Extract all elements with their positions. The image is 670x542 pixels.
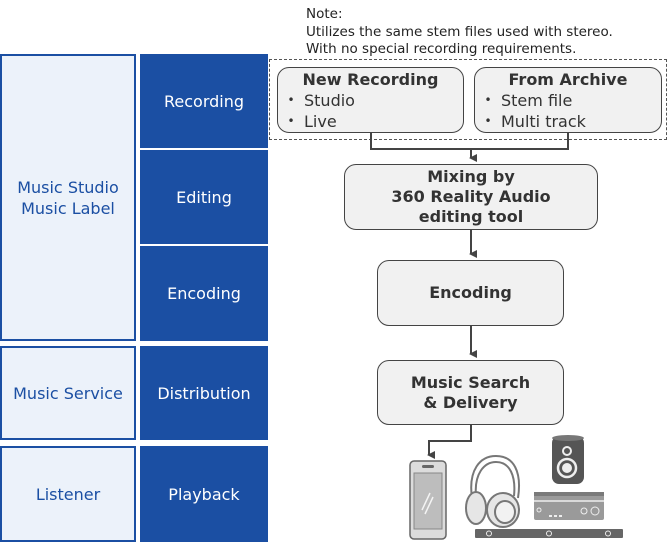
stage-playback: Playback (140, 446, 268, 542)
source-new-recording: New Recording •Studio •Live (277, 67, 464, 133)
stage-label: Encoding (167, 284, 241, 303)
org-label: Music Service (13, 383, 123, 403)
bullet: • (287, 114, 295, 128)
org-listener: Listener (0, 446, 136, 542)
process-label: Music Search & Delivery (410, 372, 531, 412)
connector-sources-bracket (370, 133, 569, 150)
process-encoding: Encoding (377, 260, 564, 326)
bullet: • (484, 93, 492, 107)
source-item: •Stem file (475, 90, 661, 111)
stage-label: Distribution (157, 383, 251, 403)
stage-encoding: Encoding (140, 246, 268, 341)
source-item: •Studio (278, 90, 463, 111)
source-from-archive: From Archive •Stem file •Multi track (474, 67, 662, 133)
soundbar-icon (475, 529, 623, 538)
headphones-icon (465, 454, 520, 528)
note-heading: Note: (306, 6, 343, 22)
org-music-studio-label: Music Studio Music Label (0, 54, 136, 341)
process-label: Encoding (429, 283, 512, 302)
note-line: With no special recording requirements. (306, 41, 577, 57)
process-label: Mixing by 360 Reality Audio editing tool (391, 167, 551, 226)
org-label: Listener (35, 484, 101, 504)
recording-sources-group (269, 59, 667, 140)
av-receiver-icon (534, 492, 604, 520)
speaker-icon (552, 435, 584, 484)
org-music-service: Music Service (0, 346, 136, 440)
process-mixing: Mixing by 360 Reality Audio editing tool (344, 164, 598, 230)
note: Note: Utilizes the same stem files used … (306, 6, 613, 59)
stage-label: Editing (176, 187, 232, 207)
bullet: • (484, 114, 492, 128)
smartphone-icon (409, 460, 447, 540)
stage-label: Playback (168, 484, 240, 504)
stage-recording: Recording (140, 54, 268, 148)
source-title: New Recording (302, 70, 439, 89)
connector-to-devices (427, 425, 472, 459)
source-item: •Multi track (475, 111, 661, 132)
source-title: From Archive (508, 70, 628, 89)
source-item: •Live (278, 111, 463, 132)
stage-label: Recording (163, 91, 245, 111)
stage-distribution: Distribution (140, 346, 268, 440)
bullet: • (287, 93, 295, 107)
stage-editing: Editing (140, 150, 268, 244)
process-search-delivery: Music Search & Delivery (377, 360, 564, 425)
note-line: Utilizes the same stem files used with s… (306, 23, 613, 40)
org-label: Music Studio Music Label (17, 177, 119, 218)
